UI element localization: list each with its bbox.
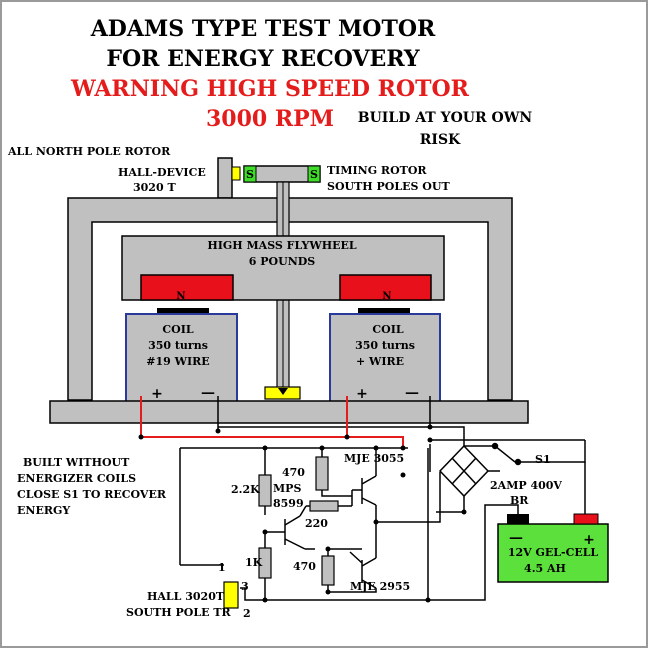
coil-right-minus: —: [405, 385, 419, 401]
base-plate: [49, 400, 529, 424]
bridge-label-2: BR: [510, 494, 529, 507]
coil-left-line-1: COIL: [162, 323, 193, 336]
r470-bottom-label: 470: [293, 560, 316, 573]
magnet-right: [339, 274, 432, 301]
r1k-label: 1K: [245, 556, 263, 569]
battery-minus-sign: —: [509, 530, 523, 546]
coil-left-minus: —: [201, 385, 215, 401]
timing-s-left: S: [246, 168, 254, 181]
title-line-1: ADAMS TYPE TEST MOTOR: [90, 16, 436, 42]
coil-right: [329, 313, 441, 403]
warning-text: WARNING HIGH SPEED ROTOR: [70, 76, 470, 102]
coil-right-cap: [358, 308, 410, 313]
mps-8599-label: 8599: [273, 497, 304, 510]
north-pole-rotor-label: ALL NORTH POLE ROTOR: [7, 145, 171, 158]
coil-right-plus: +: [356, 386, 368, 402]
note-line-4: ENERGY: [17, 504, 70, 517]
bridge-label-1: 2AMP 400V: [490, 479, 562, 492]
magnet-left-label: N: [176, 291, 185, 302]
timing-rotor-label-2: SOUTH POLES OUT: [327, 180, 450, 193]
red-wiring: [140, 396, 404, 448]
battery-label-1: 12V GEL-CELL: [508, 546, 599, 559]
battery: [497, 523, 609, 583]
r220-label: 220: [305, 517, 328, 530]
bearing-point: [278, 388, 288, 395]
hall-device-sensor: [231, 166, 241, 181]
hall-pin-1: 1: [218, 561, 226, 574]
note-line-3: CLOSE S1 TO RECOVER: [17, 488, 167, 501]
coil-left-line-2: 350 turns: [148, 339, 208, 352]
timing-rotor-label-1: TIMING ROTOR: [327, 164, 427, 177]
hall-pin-3: 3: [241, 580, 249, 593]
hall-name-label: HALL 3020T: [147, 590, 225, 603]
hall-device-label-1: HALL-DEVICE: [118, 166, 206, 179]
coil-right-line-2: 350 turns: [355, 339, 415, 352]
risk-line-1: BUILD AT YOUR OWN: [358, 110, 533, 126]
mps-label: MPS: [273, 482, 301, 495]
motor-frame: [67, 197, 513, 401]
coil-right-line-3: + WIRE: [356, 355, 404, 368]
magnet-left: [140, 274, 234, 301]
r470-top-label: 470: [282, 466, 305, 479]
battery-label-2: 4.5 AH: [524, 562, 566, 575]
note-line-1: BUILT WITHOUT: [23, 456, 130, 469]
battery-plus-sign: +: [583, 532, 595, 548]
risk-line-2: RISK: [420, 132, 461, 148]
resistor-470-top: [315, 456, 329, 491]
title-line-2: FOR ENERGY RECOVERY: [106, 46, 420, 72]
r22k-label: 2.2K: [231, 483, 260, 496]
resistor-1k: [258, 547, 272, 579]
hall-desc-label: SOUTH POLE TR: [126, 606, 232, 619]
mje2955-label: MJE 2955: [350, 580, 410, 593]
junction-dots: [138, 424, 467, 603]
timing-s-right: S: [310, 168, 318, 181]
battery-terminal-plus: [573, 513, 599, 525]
rpm-text: 3000 RPM: [206, 106, 334, 132]
timing-magnet-right: [307, 165, 321, 183]
magnet-right-label: N: [382, 291, 391, 302]
hall-pin-2: 2: [243, 607, 251, 620]
resistor-470-bottom: [321, 555, 335, 586]
switch-s1-label: S1: [535, 453, 551, 466]
battery-terminal-minus: [507, 514, 529, 524]
hall-sensor-board: [223, 581, 239, 609]
flywheel-label-1: HIGH MASS FLYWHEEL: [207, 239, 357, 252]
resistor-220: [309, 500, 339, 512]
hall-device-post: [217, 157, 233, 199]
resistor-2-2k: [258, 474, 272, 507]
coil-left-cap: [157, 308, 209, 313]
hall-device-label-2: 3020 T: [133, 181, 176, 194]
coil-left-line-3: #19 WIRE: [146, 355, 209, 368]
coil-left-plus: +: [151, 386, 163, 402]
note-line-2: ENERGIZER COILS: [17, 472, 136, 485]
flywheel-label-2: 6 POUNDS: [249, 255, 316, 268]
timing-magnet-left: [243, 165, 257, 183]
coil-right-line-1: COIL: [372, 323, 403, 336]
mje3055-label: MJE 3055: [344, 452, 404, 465]
